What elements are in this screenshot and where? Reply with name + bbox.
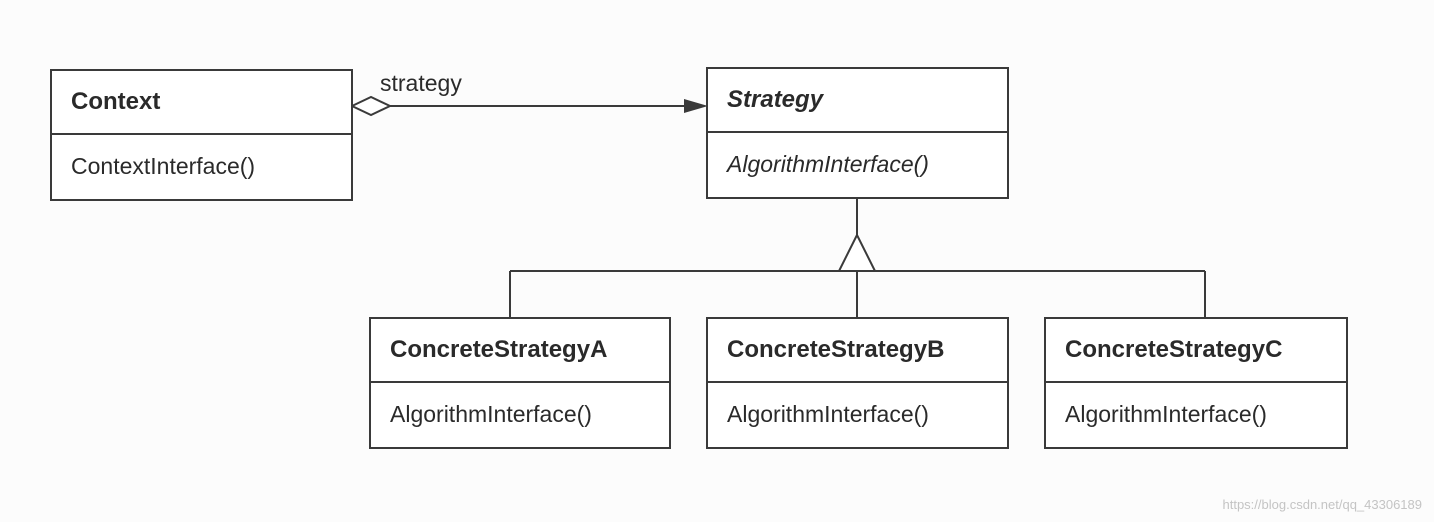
class-name: Context (52, 71, 351, 135)
class-operation: AlgorithmInterface() (390, 400, 592, 427)
class-name: ConcreteStrategyC (1046, 319, 1346, 383)
class-operation: ContextInterface() (71, 152, 256, 179)
class-name: ConcreteStrategyA (371, 319, 669, 383)
inheritance-triangle (837, 232, 877, 272)
navigability-arrowhead (684, 99, 708, 113)
class-name: Strategy (708, 69, 1007, 133)
class-name: ConcreteStrategyB (708, 319, 1007, 383)
class-operation: AlgorithmInterface() (1065, 400, 1267, 427)
class-concrete-strategy-b[interactable]: ConcreteStrategyB AlgorithmInterface() (706, 317, 1009, 449)
class-concrete-strategy-c[interactable]: ConcreteStrategyC AlgorithmInterface() (1044, 317, 1348, 449)
watermark-text: https://blog.csdn.net/qq_43306189 (1222, 497, 1423, 512)
class-context[interactable]: Context ContextInterface() (50, 69, 353, 201)
class-strategy[interactable]: Strategy AlgorithmInterface() (706, 67, 1009, 199)
class-operation: AlgorithmInterface() (727, 150, 929, 177)
class-concrete-strategy-a[interactable]: ConcreteStrategyA AlgorithmInterface() (369, 317, 671, 449)
aggregation-diamond (349, 95, 393, 117)
association-label: strategy (380, 70, 462, 96)
class-operation: AlgorithmInterface() (727, 400, 929, 427)
